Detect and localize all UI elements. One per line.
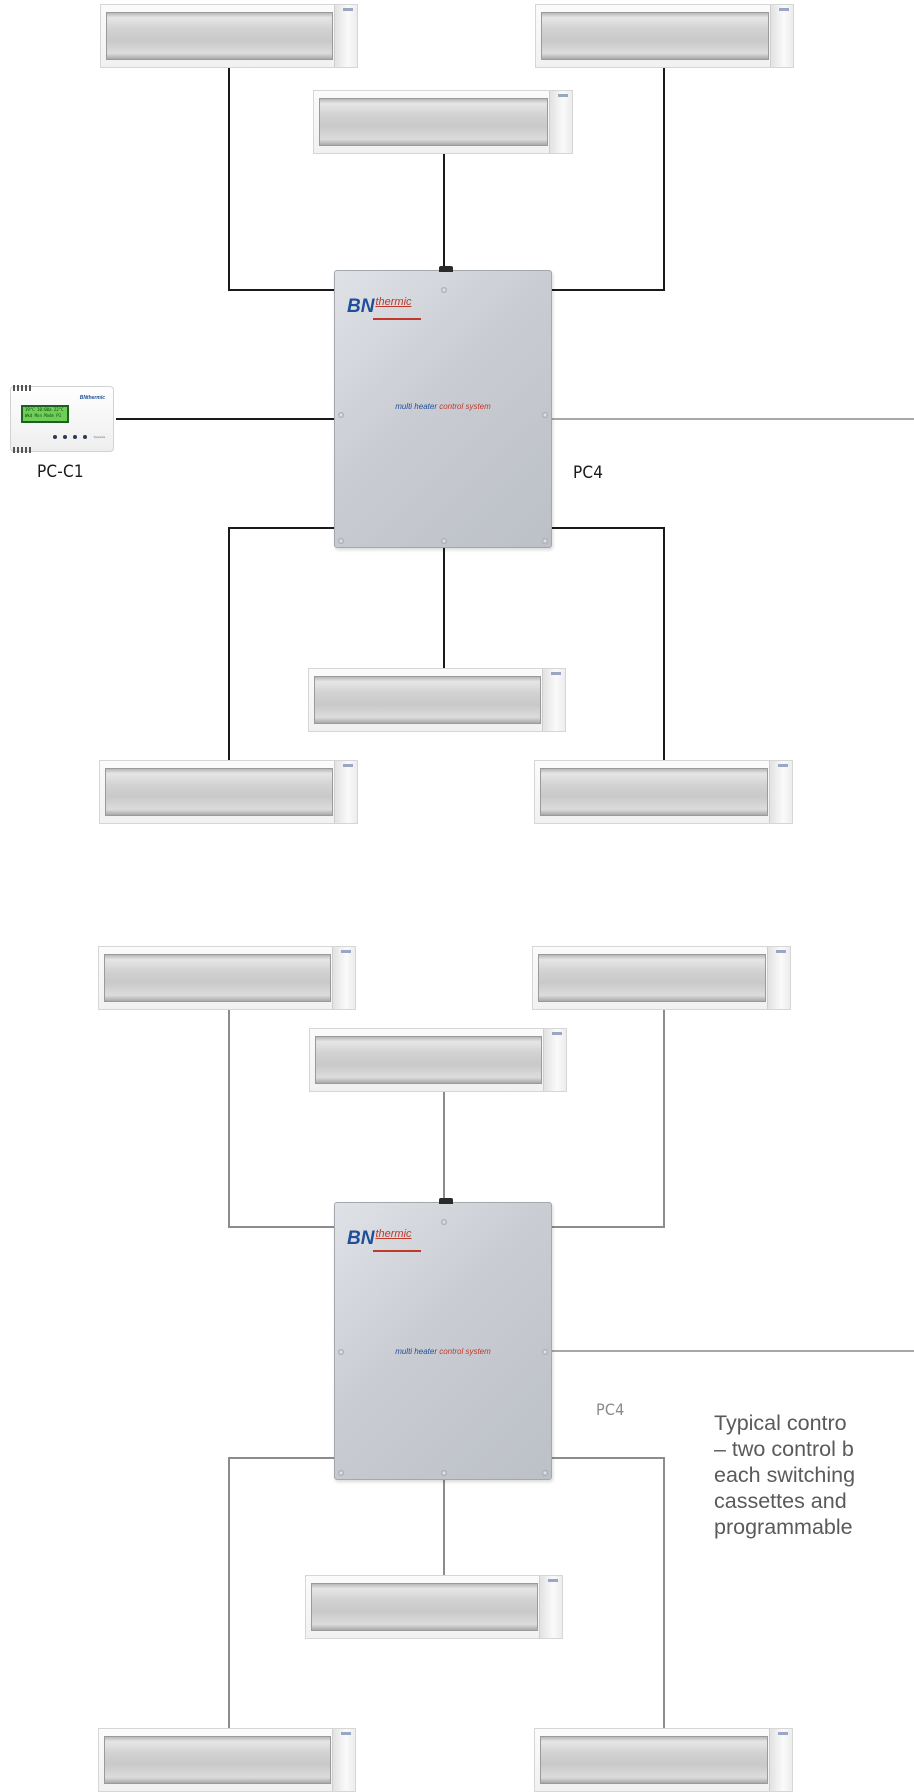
- controller-logo: BNthermic: [79, 395, 105, 401]
- heater-mid-left: [99, 760, 358, 824]
- heater-top-right: [535, 4, 794, 68]
- caption-text: Typical contro – two control b each swit…: [714, 1411, 856, 1539]
- controller-display: 19°C 10:00a 22°C Wkd Mon Mode P1: [21, 405, 69, 423]
- label-control-box-top: PC4: [573, 463, 604, 483]
- wire-b-top-left-heater: [228, 978, 336, 1228]
- heater-b-top-center: [309, 1028, 567, 1092]
- heater-b-mid-center: [305, 1575, 563, 1639]
- control-box-top: BNthermic multi heater control system: [334, 266, 552, 548]
- control-box-bottom: BNthermic multi heater control system: [334, 1198, 552, 1480]
- heater-mid-right: [534, 760, 793, 824]
- wire-b-bottom-left-heater: [228, 1457, 336, 1753]
- box-tagline: multi heater control system: [395, 402, 491, 411]
- wire-bottom-right-heater: [552, 527, 665, 761]
- wire-top-right-heater: [552, 66, 665, 291]
- remote-controller: 19°C 10:00a 22°C Wkd Mon Mode P1 BNtherm…: [10, 385, 114, 453]
- heater-top-center: [313, 90, 573, 154]
- brand-logo: BNthermic: [347, 1228, 421, 1252]
- label-control-box-bottom: PC4: [596, 1400, 625, 1419]
- controller-brand: Sylvania: [93, 435, 105, 439]
- label-remote-controller: PC-C1: [37, 462, 84, 482]
- heater-mid-center: [308, 668, 566, 732]
- heater-b-bottom-right: [534, 1728, 793, 1792]
- box-tagline: multi heater control system: [395, 1347, 491, 1356]
- wire-b-top-right-heater: [552, 978, 665, 1228]
- wire-b-bottom-right-heater: [552, 1457, 665, 1753]
- heater-b-bottom-left: [98, 1728, 356, 1792]
- brand-logo: BNthermic: [347, 296, 421, 320]
- heater-b-top-right: [532, 946, 791, 1010]
- heater-top-left: [100, 4, 358, 68]
- wire-top-left-heater: [228, 66, 336, 291]
- heater-b-top-left: [98, 946, 356, 1010]
- wire-bottom-left-heater: [228, 527, 336, 761]
